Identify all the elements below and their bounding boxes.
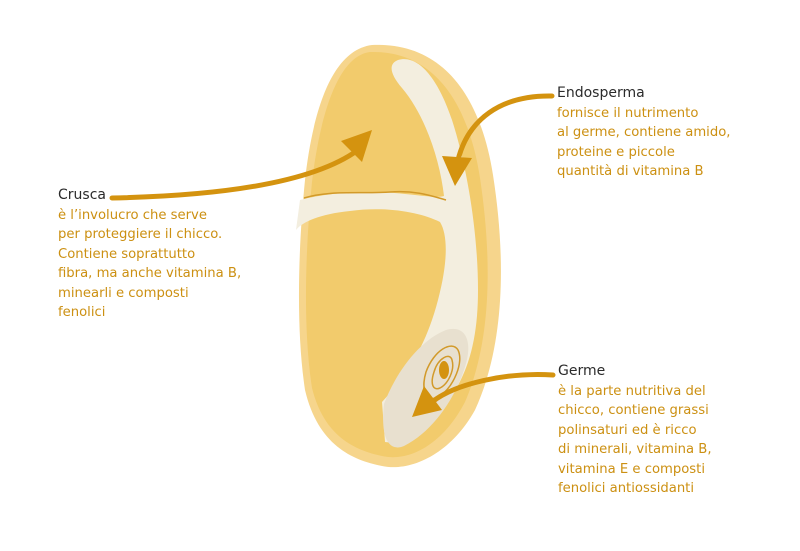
- germ-embryo: [439, 361, 449, 379]
- arrow-crusca-head: [341, 130, 372, 162]
- arrow-germe: [412, 372, 556, 417]
- arrow-germe-head: [412, 386, 442, 417]
- label-germe: Germe è la parte nutritiva del chicco, c…: [558, 362, 778, 499]
- crusca-title: Crusca: [58, 187, 106, 203]
- arrow-endosperma-head: [442, 156, 472, 186]
- arrow-endosperma: [442, 93, 555, 186]
- wheat-kernel-icon: [296, 44, 501, 468]
- germe-title: Germe: [558, 363, 606, 379]
- arrow-germe-line: [429, 372, 556, 405]
- label-crusca: Crusca è l’involucro che serve per prote…: [58, 186, 258, 323]
- endosperma-title: Endosperma: [557, 85, 645, 101]
- germ-core-outline: [431, 355, 454, 390]
- label-endosperma: Endosperma fornisce il nutrimento al ger…: [557, 84, 777, 182]
- arrow-crusca-line: [109, 147, 361, 201]
- arrow-endosperma-line: [455, 93, 555, 163]
- arrow-crusca: [109, 130, 372, 201]
- germe-description: è la parte nutritiva del chicco, contien…: [558, 383, 712, 497]
- crusca-description: è l’involucro che serve per proteggiere …: [58, 207, 242, 321]
- endosperma-description: fornisce il nutrimento al germe, contien…: [557, 105, 731, 180]
- cut-edge: [303, 190, 447, 201]
- germ-region: [383, 328, 469, 448]
